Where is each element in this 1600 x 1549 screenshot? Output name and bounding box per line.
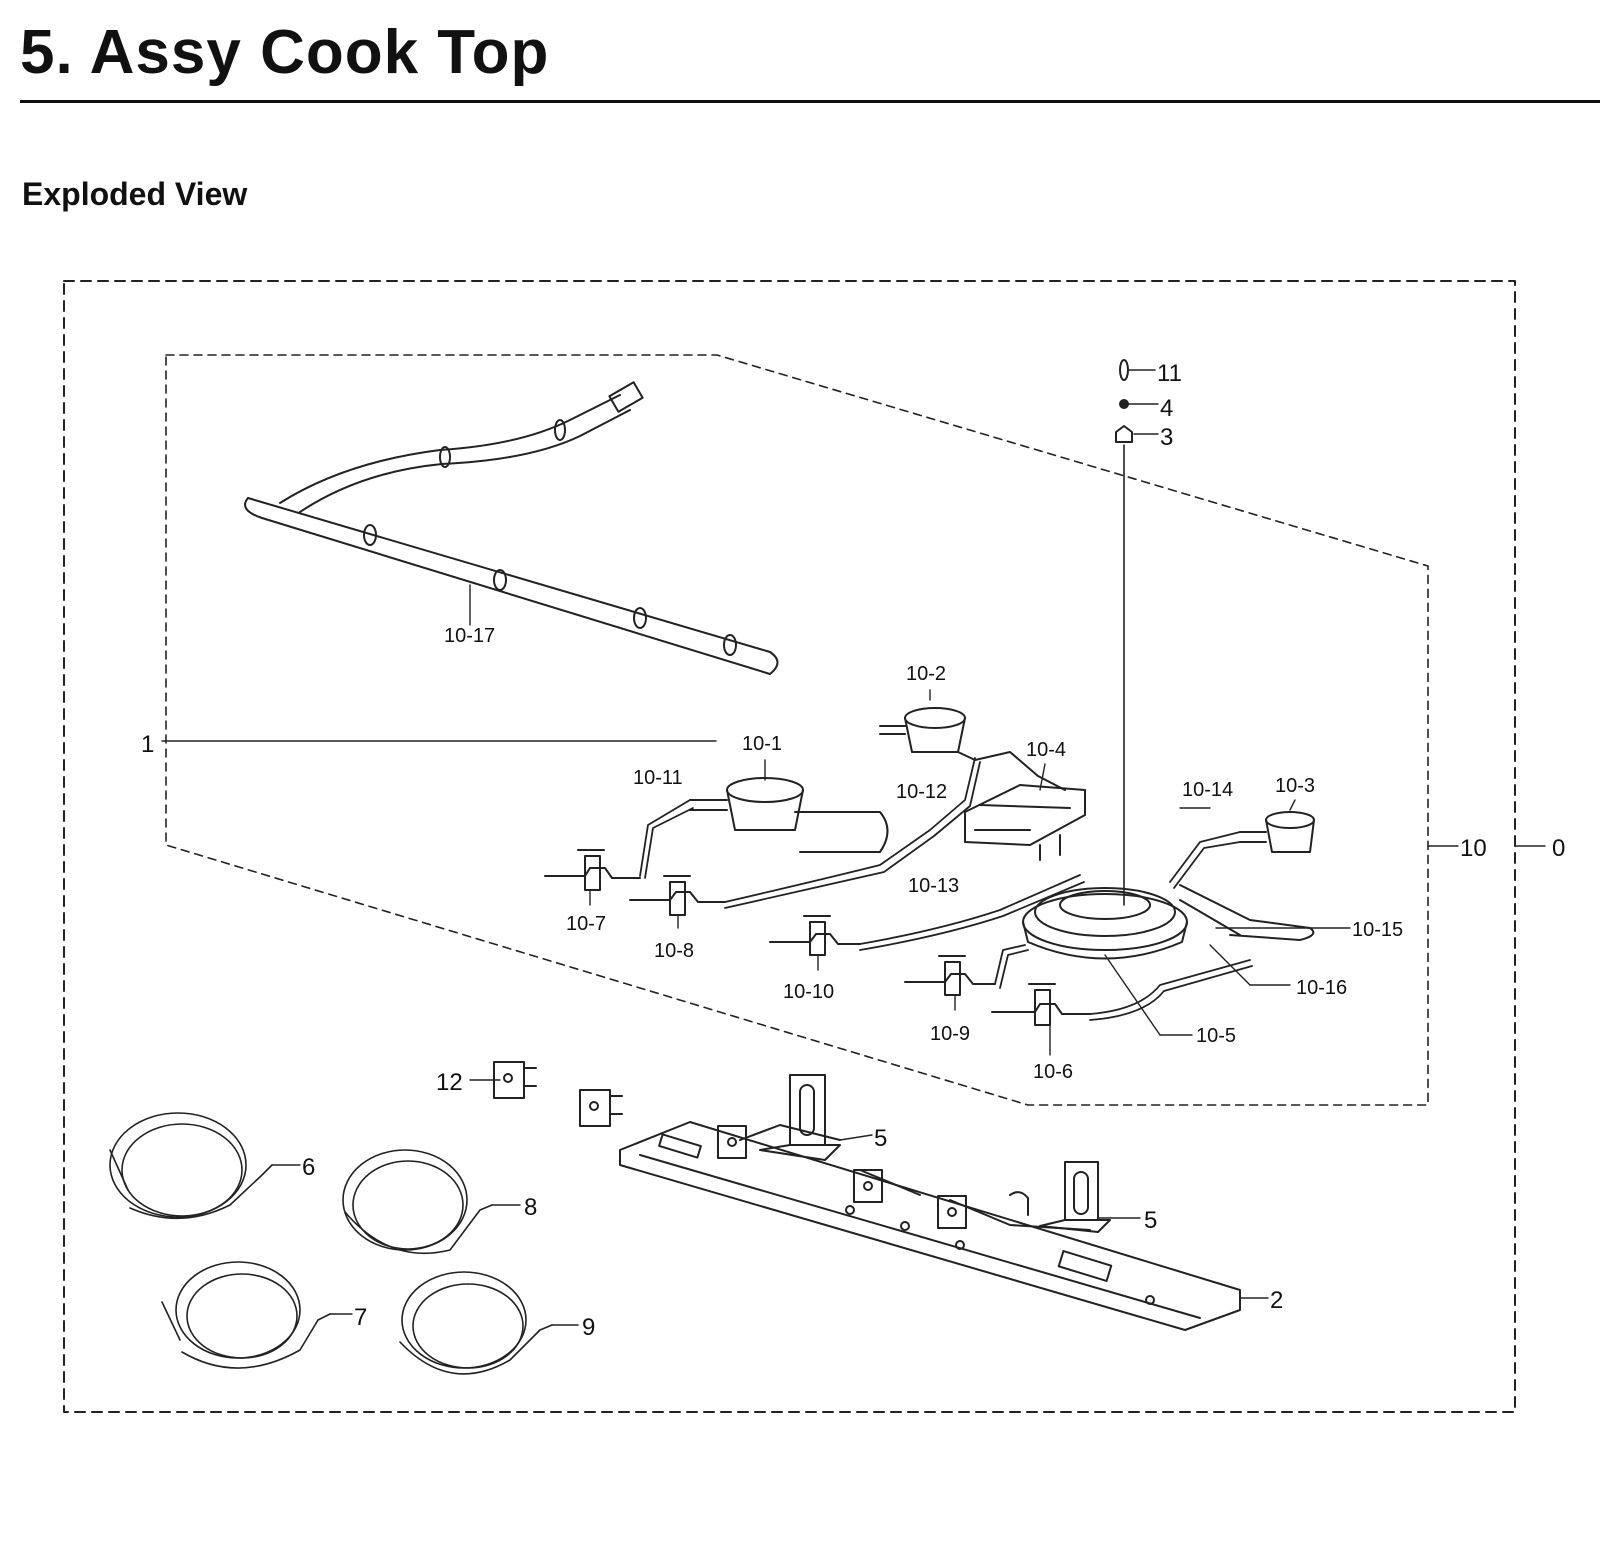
- gas-tubes: [639, 757, 1253, 1021]
- callout-labels: 0 1 2 3 4 5 5 6 7 8 9 10 11 12 10-1 10-2…: [141, 360, 1565, 1341]
- callout-10-16: 10-16: [1296, 977, 1347, 999]
- valve-10-8: [629, 875, 726, 916]
- callout-10-5: 10-5: [1196, 1025, 1236, 1047]
- callout-7: 7: [354, 1304, 367, 1331]
- bracket-10-4: [964, 784, 1086, 861]
- wire-harness-9: [399, 1271, 553, 1375]
- callout-10-4: 10-4: [1026, 739, 1066, 761]
- page-title: 5. Assy Cook Top: [20, 18, 550, 87]
- callout-10-15: 10-15: [1352, 919, 1403, 941]
- burner-10-2: [879, 707, 1066, 791]
- callout-10-6: 10-6: [1033, 1061, 1073, 1083]
- callout-4: 4: [1160, 395, 1173, 422]
- igniter-switch-12b: [579, 1089, 623, 1127]
- callout-5a: 5: [874, 1125, 887, 1152]
- valve-10-7: [544, 849, 641, 891]
- wire-harness-8: [342, 1149, 493, 1255]
- burner-10-5: [1022, 884, 1315, 960]
- callout-1: 1: [141, 731, 154, 758]
- callout-9: 9: [582, 1314, 595, 1341]
- callout-10-10: 10-10: [783, 981, 834, 1003]
- wire-harness-7: [161, 1261, 331, 1369]
- callout-10-12: 10-12: [896, 781, 947, 803]
- callout-8: 8: [524, 1194, 537, 1221]
- callout-10-14: 10-14: [1182, 779, 1233, 801]
- callout-10-7: 10-7: [566, 913, 606, 935]
- callout-10-8: 10-8: [654, 940, 694, 962]
- panel-mounted-switches: [717, 1125, 1029, 1229]
- callout-10-9: 10-9: [930, 1023, 970, 1045]
- burner-10-1: [689, 777, 889, 853]
- callout-10-1: 10-1: [742, 733, 782, 755]
- callout-10-3: 10-3: [1275, 775, 1315, 797]
- valve-10-9: [904, 955, 996, 996]
- callout-11: 11: [1157, 360, 1182, 387]
- assembly-boundary: [63, 280, 1516, 1413]
- callout-5b: 5: [1144, 1207, 1157, 1234]
- wire-harness-6: [109, 1112, 273, 1220]
- callout-10-17: 10-17: [444, 625, 495, 647]
- electrode-rod: [1115, 359, 1133, 906]
- callout-10-13: 10-13: [908, 875, 959, 897]
- callout-10-2: 10-2: [906, 663, 946, 685]
- manifold-pipe: [244, 381, 779, 675]
- valve-10-10: [769, 915, 861, 956]
- bracket-5-left: [759, 1074, 841, 1161]
- valve-10-6: [991, 983, 1091, 1026]
- callout-6: 6: [302, 1154, 315, 1181]
- callout-3: 3: [1160, 424, 1173, 451]
- subassembly-10-boundary: [165, 354, 1429, 1106]
- title-rule: [20, 100, 1600, 103]
- burner-10-3: [1239, 811, 1315, 853]
- callout-12: 12: [436, 1069, 463, 1096]
- section-title: Exploded View: [22, 176, 248, 212]
- bracket-5-right: [1039, 1161, 1111, 1233]
- leader-lines: [161, 369, 1546, 1326]
- switch-panel: [619, 1121, 1241, 1331]
- callout-0: 0: [1552, 835, 1565, 862]
- callout-10: 10: [1460, 835, 1487, 862]
- callout-10-11: 10-11: [633, 767, 683, 789]
- callout-2: 2: [1270, 1287, 1283, 1314]
